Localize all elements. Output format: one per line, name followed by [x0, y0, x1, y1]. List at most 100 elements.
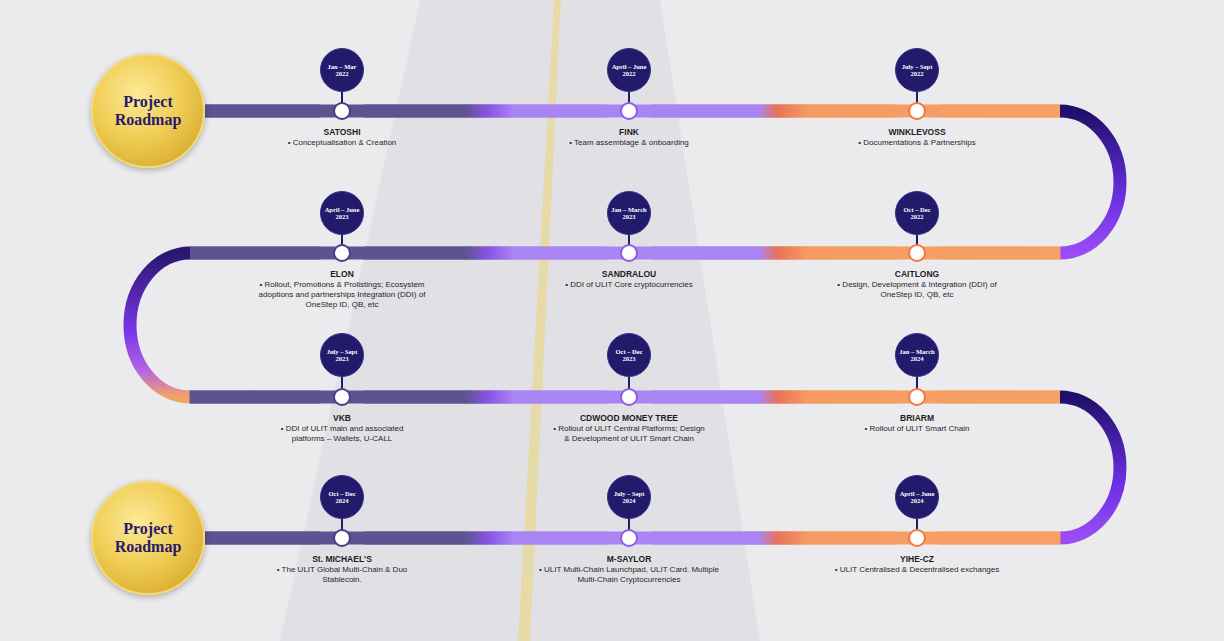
roadmap-badge: Project Roadmap [91, 54, 205, 168]
milestone: July – Sept 2023VKB• DDI of ULIT main an… [320, 333, 364, 407]
date-circle: Oct – Dec 2024 [320, 475, 364, 519]
road-surface [280, 0, 760, 641]
milestone: Jan – March 2024BRIARM• Rollout of ULIT … [895, 333, 939, 407]
milestone-description: • Team assemblage & onboarding [547, 138, 712, 148]
road-segment [651, 532, 895, 545]
badge-title: Project Roadmap [106, 93, 190, 130]
milestone-title: FINK [547, 127, 712, 137]
road-marker [908, 388, 926, 406]
road-marker [908, 244, 926, 262]
road-segment [939, 391, 1061, 404]
road-segment [190, 391, 321, 404]
road-marker [333, 388, 351, 406]
milestone: April – June 2022FINK• Team assemblage &… [607, 48, 651, 121]
date-label: Jan – March 2024 [897, 348, 937, 363]
milestone-title: SANDRALOU [544, 269, 714, 279]
milestone: Jan – Mar 2022SATOSHI• Conceptualisation… [320, 48, 364, 121]
milestone-title: SATOSHI [260, 127, 425, 137]
road-segment [1060, 111, 1120, 253]
date-circle: Oct – Dec 2023 [607, 333, 651, 377]
road-marker [333, 529, 351, 547]
road-segment [651, 247, 895, 260]
road-segment [364, 391, 607, 404]
badge-title: Project Roadmap [106, 520, 190, 557]
road-segment [364, 105, 607, 118]
road-connector [205, 538, 320, 539]
road-segment [939, 532, 1061, 545]
road-marker [620, 102, 638, 120]
road-segment [939, 247, 1061, 260]
milestone: April – June 2024YIHE-CZ• ULIT Centralis… [895, 475, 939, 548]
date-label: April – June 2022 [609, 63, 649, 78]
date-label: Jan – Mar 2022 [322, 63, 362, 78]
roadmap-badge: Project Roadmap [91, 481, 205, 595]
road-connector [130, 253, 320, 397]
milestone-description: • Rollout, Promotions & Prolistings; Eco… [251, 280, 433, 310]
road-marker [620, 388, 638, 406]
milestone: Oct – Dec 2024St. MICHAEL'S• The ULIT Gl… [320, 475, 364, 548]
road-marker [908, 529, 926, 547]
milestone-caption: SATOSHI• Conceptualisation & Creation [260, 127, 425, 148]
road-connector [939, 111, 1120, 253]
road-segment [205, 532, 320, 545]
road-segment [205, 105, 320, 118]
road-connector [364, 253, 607, 254]
road-connector [651, 111, 895, 112]
milestone-description: • ULIT Centralised & Decentralised excha… [820, 565, 1015, 575]
road-marker [620, 529, 638, 547]
milestone: Jan – March 2023SANDRALOU• DDI of ULIT C… [607, 191, 651, 263]
milestone-description: • Rollout of ULIT Central Platforms; Des… [552, 424, 707, 444]
milestone-description: • ULIT Multi-Chain Launchpad, ULIT Card.… [534, 565, 724, 585]
milestone-caption: WINKLEVOSS• Documentations & Partnership… [832, 127, 1002, 148]
road-connector [651, 397, 895, 398]
milestone-title: CDWOOD MONEY TREE [552, 413, 707, 423]
milestone-caption: CDWOOD MONEY TREE• Rollout of ULIT Centr… [552, 413, 707, 444]
date-label: April – June 2023 [322, 206, 362, 221]
milestone-title: St. MICHAEL'S [270, 554, 415, 564]
milestone: July – Sept 2024M-SAYLOR• ULIT Multi-Cha… [607, 475, 651, 548]
milestone: July – Sept 2022WINKLEVOSS• Documentatio… [895, 48, 939, 121]
milestone-caption: VKB• DDI of ULIT main and associated pla… [265, 413, 420, 444]
road-segment [939, 105, 1061, 118]
road-connector [205, 111, 320, 112]
milestone-description: • The ULIT Global Multi-Chain & Duo Stab… [270, 565, 415, 585]
road-segment [1060, 397, 1120, 538]
date-circle: April – June 2022 [607, 48, 651, 92]
milestone-caption: BRIARM• Rollout of ULIT Smart Chain [840, 413, 995, 434]
date-circle: April – June 2023 [320, 191, 364, 235]
milestone-description: • DDI of ULIT main and associated platfo… [265, 424, 420, 444]
milestone-caption: FINK• Team assemblage & onboarding [547, 127, 712, 148]
milestone-title: BRIARM [840, 413, 995, 423]
road-segment [130, 253, 190, 397]
date-label: Oct – Dec 2023 [609, 348, 649, 363]
milestone-title: WINKLEVOSS [832, 127, 1002, 137]
milestone-description: • Design, Development & Integration (DDI… [835, 280, 1000, 300]
date-circle: Jan – March 2023 [607, 191, 651, 235]
road-segment [651, 391, 895, 404]
date-circle: July – Sept 2022 [895, 48, 939, 92]
milestone-title: VKB [265, 413, 420, 423]
milestone-caption: CAITLONG• Design, Development & Integrat… [835, 269, 1000, 300]
milestone-caption: ELON• Rollout, Promotions & Prolistings;… [251, 269, 433, 310]
milestone-title: YIHE-CZ [820, 554, 1015, 564]
date-circle: Jan – March 2024 [895, 333, 939, 377]
date-label: July – Sept 2022 [897, 63, 937, 78]
milestone-description: • Conceptualisation & Creation [260, 138, 425, 148]
date-circle: July – Sept 2024 [607, 475, 651, 519]
date-label: July – Sept 2023 [322, 348, 362, 363]
road-connector [364, 111, 607, 112]
date-label: Jan – March 2023 [609, 206, 649, 221]
road-connector [651, 253, 895, 254]
milestone-caption: St. MICHAEL'S• The ULIT Global Multi-Cha… [270, 554, 415, 585]
date-label: Oct – Dec 2024 [322, 490, 362, 505]
date-circle: July – Sept 2023 [320, 333, 364, 377]
road-connector [364, 397, 607, 398]
date-label: Oct – Dec 2022 [897, 206, 937, 221]
milestone-description: • Documentations & Partnerships [832, 138, 1002, 148]
milestone-description: • Rollout of ULIT Smart Chain [840, 424, 995, 434]
milestone: Oct – Dec 2022CAITLONG• Design, Developm… [895, 191, 939, 263]
milestone-caption: YIHE-CZ• ULIT Centralised & Decentralise… [820, 554, 1015, 575]
date-label: July – Sept 2024 [609, 490, 649, 505]
date-circle: April – June 2024 [895, 475, 939, 519]
